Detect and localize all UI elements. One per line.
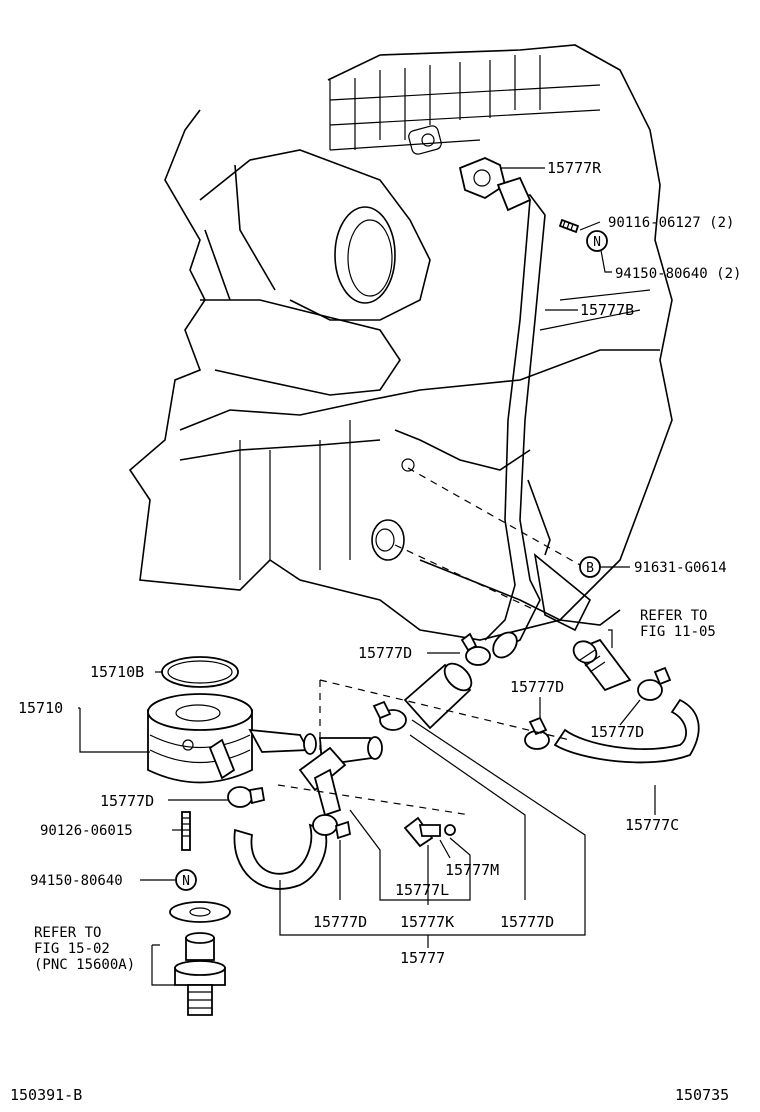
label-15777b: 15777B [580,301,634,319]
label-15777m: 15777M [445,861,499,879]
label-nut-94150-top: 94150-80640 (2) [615,266,741,282]
label-15777d-f: 15777D [500,913,554,931]
oil-cooler-15710 [147,693,317,784]
bolt-90116 [558,218,580,234]
flange-15777r [458,157,507,200]
figure-id-right: 150735 [675,1086,729,1104]
label-15777: 15777 [400,949,445,967]
engine-block-illustration [128,44,673,641]
n-badge-bottom-text: N [182,874,190,889]
label-15777d-c: 15777D [590,723,644,741]
label-15777d-a: 15777D [358,644,412,662]
label-15777c: 15777C [625,816,679,834]
b-badge-text: B [586,561,594,576]
label-15710b: 15710B [90,663,144,681]
union-bolt-15600a [169,901,231,1016]
label-15710: 15710 [18,699,63,717]
label-15777l: 15777L [395,881,449,899]
label-refer-15-line2: FIG 15-02 [34,941,110,957]
n-badge-bottom: N [175,869,197,891]
label-15777d-b: 15777D [510,678,564,696]
label-refer-11-line2: FIG 11-05 [640,624,716,640]
n-badge-top: N [586,230,608,252]
label-nut-94150-bottom: 94150-80640 [30,873,123,889]
b-badge: B [579,556,601,578]
label-refer-15-line1: REFER TO [34,925,101,941]
gasket-15710b [161,656,239,688]
pipe-15777b [484,176,546,659]
stud-90126 [181,811,191,851]
label-refer-15-line3: (PNC 15600A) [34,957,135,973]
label-15777r: 15777R [547,159,602,177]
center-hoses [233,662,700,890]
sensor-15777l [403,816,456,848]
label-bolt-90116: 90116-06127 (2) [608,215,734,231]
label-15777d-d: 15777D [100,792,154,810]
union-fitting [572,638,632,692]
label-stud-90126: 90126-06015 [40,823,133,839]
label-15777k: 15777K [400,913,454,931]
label-15777d-e: 15777D [313,913,367,931]
hose-clamps [227,632,672,840]
leader-lines [78,167,656,986]
label-bolt-91631: 91631-G0614 [634,560,727,576]
dashed-reference-lines [277,467,581,816]
figure-id-left: 150391-B [10,1086,82,1104]
label-refer-11-line1: REFER TO [640,608,707,624]
n-badge-top-text: N [593,235,601,250]
